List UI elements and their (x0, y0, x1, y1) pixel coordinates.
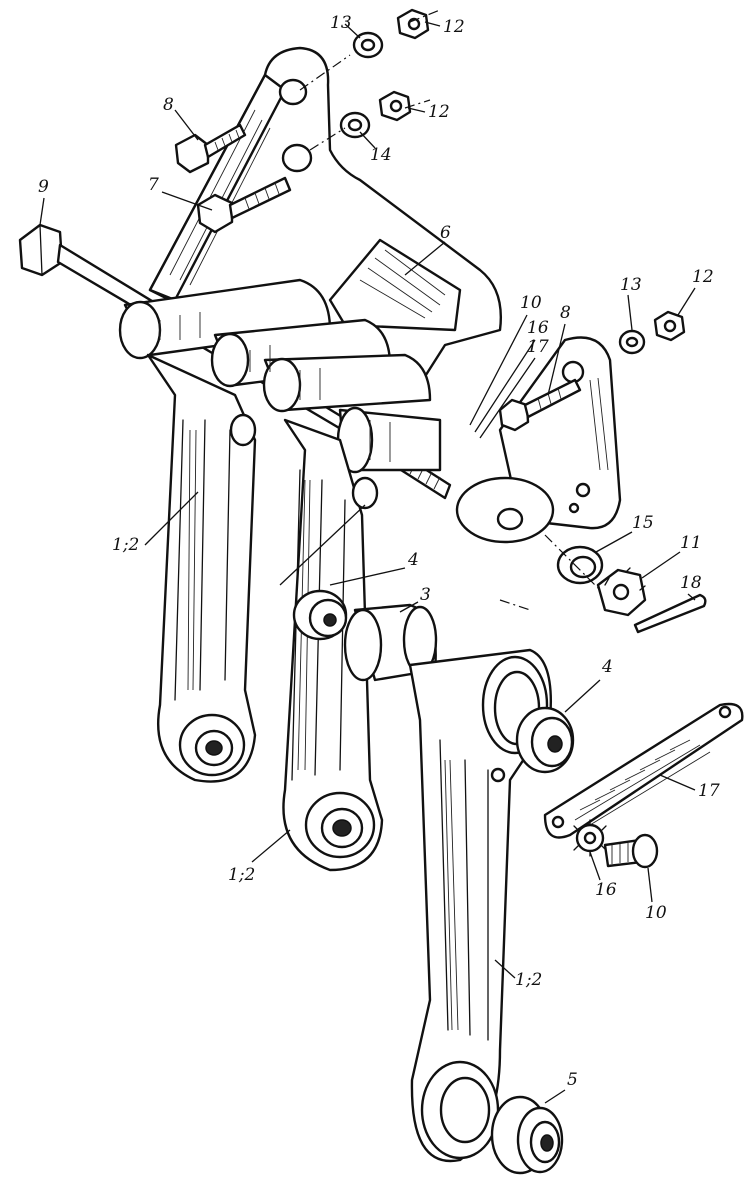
label-13-top: 13 (330, 13, 352, 33)
label-18: 18 (680, 573, 702, 593)
assembly-leader (279, 504, 366, 586)
nut-part-12-middle (378, 90, 412, 122)
label-11: 11 (680, 533, 702, 553)
axis-line-middle (309, 99, 431, 151)
nut-part-12-upper (396, 8, 430, 40)
callout-labels: 13 12 8 12 14 7 9 6 13 12 10 8 16 17 15 … (38, 13, 720, 1104)
label-13-right: 13 (620, 275, 642, 295)
label-17-lower: 17 (698, 781, 720, 801)
spacer-part-3 (343, 603, 438, 682)
lever-arm-left (146, 353, 257, 783)
label-10-lower: 10 (645, 903, 667, 923)
label-12-top: 12 (443, 17, 465, 37)
label-8-upper: 8 (163, 95, 174, 115)
label-7: 7 (148, 175, 159, 195)
label-12-right: 12 (692, 267, 714, 287)
label-15: 15 (632, 513, 654, 533)
castle-nut-part-11 (596, 567, 647, 617)
washer-part-13-upper (352, 31, 384, 59)
label-14: 14 (370, 145, 392, 165)
screw-part-10-lower (603, 833, 659, 869)
label-1-2-right: 1;2 (515, 970, 542, 990)
washer-part-15 (556, 545, 604, 585)
washer-part-14 (339, 111, 371, 139)
star-washer-part-16-lower (573, 819, 607, 857)
cotter-pin-part-18 (633, 593, 707, 634)
label-6: 6 (440, 223, 451, 243)
bolt-part-8-right (498, 378, 582, 432)
bolt-part-8-upper (174, 123, 247, 174)
label-8-right: 8 (560, 303, 571, 323)
label-4-right: 4 (601, 657, 613, 677)
bearing-part-4-right (515, 706, 575, 774)
ground-strap-part-17 (543, 702, 744, 839)
label-4-left: 4 (407, 550, 419, 570)
bearing-part-5 (490, 1095, 564, 1175)
label-3: 3 (420, 585, 431, 605)
label-17-upper: 17 (527, 337, 549, 357)
label-9: 9 (38, 177, 49, 197)
label-1-2-middle: 1;2 (228, 865, 255, 885)
label-10-upper: 10 (520, 293, 542, 313)
bolt-part-7 (196, 176, 292, 234)
label-16-lower: 16 (595, 880, 617, 900)
bearing-part-4-left (292, 589, 348, 641)
axis-line-right (499, 534, 601, 611)
label-16-upper: 16 (527, 318, 549, 338)
nut-part-12-right (653, 310, 686, 342)
washer-part-13-right (618, 329, 646, 355)
label-5: 5 (567, 1070, 578, 1090)
hub-cylinders (118, 278, 442, 474)
axis-line-upper (299, 9, 441, 91)
label-12-middle: 12 (428, 102, 450, 122)
label-1-2-left: 1;2 (112, 535, 139, 555)
